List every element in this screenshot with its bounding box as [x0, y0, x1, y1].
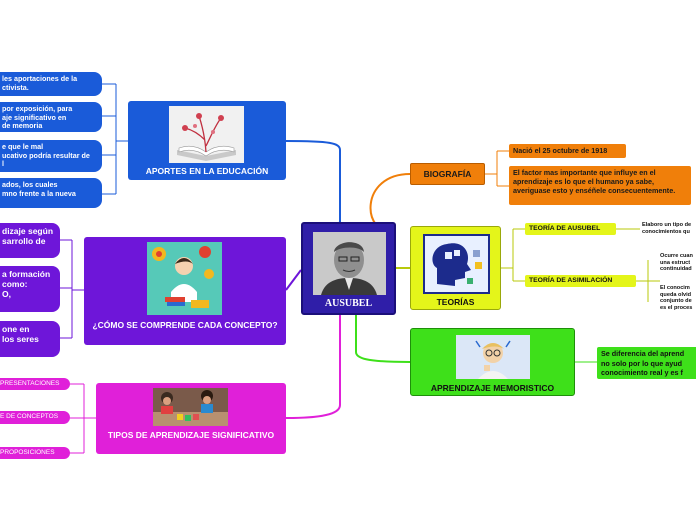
branch-aportes[interactable]: APORTES EN LA EDUCACIÓN	[128, 101, 286, 180]
asimilacion-note-1-line-2: una estruct	[660, 259, 691, 266]
aportes-leaf-2[interactable]: por exposición, para aje significativo e…	[0, 102, 102, 132]
como-leaf-3[interactable]: one en los seres	[0, 321, 60, 357]
aportes-leaf-4-line-1: ados, los cuales	[2, 180, 58, 189]
book-illustration	[169, 106, 244, 163]
aportes-leaf-2-line-3: de memoria	[2, 121, 43, 130]
branch-tipos-title: TIPOS DE APRENDIZAJE SIGNIFICATIVO	[107, 430, 275, 440]
aportes-leaf-4-line-2: mno frente a la nueva	[2, 188, 76, 198]
teoria-ausubel-note-line-2: conocimientos qu	[642, 228, 690, 235]
asimilacion-note-2-line-3: conjunto de	[660, 298, 692, 305]
thinking-man-illustration	[456, 335, 530, 379]
aportes-leaf-2-line-1: por exposición, para	[2, 104, 73, 113]
como-leaf-1[interactable]: dizaje según sarrollo de	[0, 223, 60, 258]
aportes-leaf-3-line-3: l	[2, 159, 4, 168]
branch-memoristico-title: APRENDIZAJE MEMORISTICO	[430, 383, 555, 393]
aportes-leaf-4[interactable]: ados, los cuales mno frente a la nueva	[0, 178, 102, 208]
teoria-asimilacion-note-2: El conocim queda olvid conjunto de es el…	[660, 285, 692, 311]
asimilacion-note-2-line-4: es el proces	[660, 304, 693, 311]
como-leaf-2-line-3: O,	[2, 289, 11, 299]
student-illustration	[147, 242, 222, 315]
aportes-leaf-1-line-1: les aportaciones de la	[2, 74, 78, 83]
aportes-leaf-1[interactable]: les aportaciones de la ctivista.	[0, 72, 102, 96]
branch-como-se-comprende[interactable]: ¿CÓMO SE COMPRENDE CADA CONCEPTO?	[84, 237, 286, 345]
branch-tipos-aprendizaje[interactable]: TIPOS DE APRENDIZAJE SIGNIFICATIVO	[96, 383, 286, 454]
branch-teorias[interactable]: TEORÍAS	[410, 226, 501, 310]
teoria-ausubel[interactable]: TEORÍA DE AUSUBEL	[525, 223, 616, 235]
asimilacion-note-1-line-1: Ocurre cuan	[660, 253, 693, 259]
tipos-leaf-proposiciones[interactable]: PROPOSICIONES	[0, 447, 70, 459]
branch-como-title: ¿CÓMO SE COMPRENDE CADA CONCEPTO?	[92, 320, 278, 330]
como-leaf-2-line-1: a formación	[2, 269, 51, 279]
como-leaf-3-line-1: one en	[2, 324, 30, 334]
brain-puzzle-illustration	[423, 234, 490, 294]
memoristico-leaf-line-1: Se diferencia del aprend	[601, 349, 685, 358]
teoria-ausubel-note-line-1: Elaboro un tipo de	[642, 222, 692, 228]
memoristico-leaf[interactable]: Se diferencia del aprend no solo por lo …	[597, 347, 696, 379]
asimilacion-note-2-line-1: El conocim	[660, 285, 690, 291]
como-leaf-2-line-2: como:	[2, 279, 28, 289]
asimilacion-note-2-line-2: queda olvid	[660, 291, 692, 298]
teoria-asimilacion-note-1: Ocurre cuan una estruct continuidad	[660, 253, 693, 273]
teoria-ausubel-note: Elaboro un tipo de conocimientos qu	[642, 222, 691, 235]
aportes-leaf-3[interactable]: e que le mal ucativo podría resultar de …	[0, 140, 102, 172]
central-topic-ausubel[interactable]: AUSUBEL	[301, 222, 396, 315]
central-topic-title: AUSUBEL	[324, 298, 373, 309]
como-leaf-1-line-2: sarrollo de	[2, 236, 46, 246]
kids-learning-photo	[153, 388, 228, 426]
tipos-leaf-representaciones[interactable]: PRESENTACIONES	[0, 378, 70, 390]
branch-aportes-title: APORTES EN LA EDUCACIÓN	[145, 166, 269, 176]
branch-aprendizaje-memoristico[interactable]: APRENDIZAJE MEMORISTICO	[410, 328, 575, 396]
tipos-leaf-conceptos[interactable]: E DE CONCEPTOS	[0, 411, 70, 424]
aportes-leaf-3-line-2: ucativo podría resultar de	[2, 150, 90, 160]
asimilacion-note-1-line-3: continuidad	[660, 266, 692, 273]
memoristico-leaf-line-2: no solo por lo que ayud	[601, 358, 683, 368]
biografia-leaf-nacimiento[interactable]: Nació el 25 octubre de 1918	[509, 144, 626, 158]
teoria-asimilacion[interactable]: TEORÍA DE ASIMILACIÓN	[525, 275, 636, 287]
memoristico-leaf-line-3: conocimiento real y es f	[601, 368, 683, 377]
aportes-leaf-1-line-2: ctivista.	[2, 82, 29, 92]
biografia-leaf-factor[interactable]: El factor mas importante que influye en …	[509, 166, 691, 205]
aportes-leaf-3-line-1: e que le mal	[2, 142, 44, 151]
como-leaf-3-line-2: los seres	[2, 334, 39, 344]
portrait-photo	[313, 232, 386, 295]
branch-biografia[interactable]: BIOGRAFÍA	[410, 163, 485, 185]
aportes-leaf-2-line-2: aje significativo en	[2, 112, 67, 122]
como-leaf-1-line-1: dizaje según	[2, 226, 54, 236]
como-leaf-2[interactable]: a formación como: O,	[0, 266, 60, 312]
branch-teorias-title: TEORÍAS	[436, 297, 475, 307]
